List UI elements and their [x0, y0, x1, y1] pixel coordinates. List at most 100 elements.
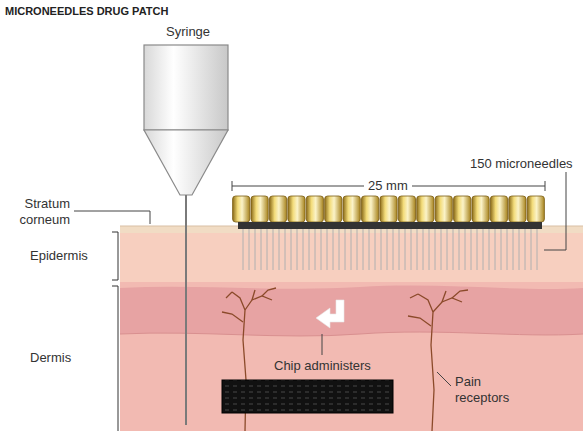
- nerve-branch: [245, 296, 272, 310]
- microneedle: [333, 229, 334, 270]
- microneedle: [399, 229, 400, 270]
- microneedle: [525, 229, 526, 270]
- microneedle: [423, 229, 424, 270]
- microneedle: [387, 229, 388, 270]
- microneedle: [267, 229, 268, 270]
- microneedle: [477, 229, 478, 270]
- microneedle: [249, 229, 250, 270]
- microneedle: [495, 229, 496, 270]
- microneedle: [489, 229, 490, 270]
- microneedle: [309, 229, 310, 270]
- microneedle: [471, 229, 472, 270]
- microneedle: [261, 229, 262, 270]
- nerve-branch: [226, 292, 232, 298]
- patch-cylinder: [306, 196, 323, 222]
- dermis-band: [120, 286, 583, 336]
- microneedle: [501, 229, 502, 270]
- microneedle: [255, 229, 256, 270]
- nerve-branch: [452, 290, 468, 298]
- patch-cylinder: [343, 196, 360, 222]
- part-label: 150 microneedles: [470, 156, 573, 172]
- patch-cylinders: [233, 196, 545, 222]
- leader-line: [322, 334, 323, 355]
- microneedle: [435, 229, 436, 270]
- patch-cylinder: [380, 196, 397, 222]
- syringe-cone: [144, 130, 228, 195]
- dermis-layer: [120, 282, 583, 431]
- patch-cylinder: [269, 196, 286, 222]
- microneedle: [429, 229, 430, 270]
- microneedle: [345, 229, 346, 270]
- patch-cylinder: [251, 196, 268, 222]
- microneedle: [273, 229, 274, 270]
- microneedle: [297, 229, 298, 270]
- microneedle: [369, 229, 370, 270]
- nerve-branch: [222, 312, 243, 322]
- leader-line: [544, 172, 566, 250]
- leader-lines: [74, 172, 566, 386]
- microneedle: [375, 229, 376, 270]
- part-label: Pain receptors: [455, 374, 525, 406]
- microneedle: [303, 229, 304, 270]
- dermis-bracket: [112, 286, 118, 431]
- microneedle: [411, 229, 412, 270]
- patch-cylinder: [509, 196, 526, 222]
- microneedle: [393, 229, 394, 270]
- release-arrow: [316, 300, 344, 328]
- microneedle: [351, 229, 352, 270]
- microneedle: [417, 229, 418, 270]
- nerve: [418, 294, 434, 431]
- microneedle: [327, 229, 328, 270]
- dimension-label: 25 mm: [364, 178, 412, 194]
- patch-cylinder: [435, 196, 452, 222]
- microneedle: [465, 229, 466, 270]
- microneedle: [243, 229, 244, 270]
- microneedle: [315, 229, 316, 270]
- patch-cylinder: [288, 196, 305, 222]
- nerve-branch: [408, 316, 431, 326]
- microneedle: [513, 229, 514, 270]
- microneedle: [285, 229, 286, 270]
- microneedle: [531, 229, 532, 270]
- layer-label: Dermis: [30, 350, 71, 366]
- patch-cylinder: [398, 196, 415, 222]
- microneedle: [363, 229, 364, 270]
- microneedle: [537, 229, 538, 270]
- chip: [222, 380, 393, 413]
- microneedles: [243, 229, 537, 270]
- microneedle: [321, 229, 322, 270]
- dermis-band-edge: [120, 332, 583, 336]
- syringe-barrel: [144, 45, 228, 130]
- microneedle: [519, 229, 520, 270]
- nerve-branch: [262, 288, 276, 296]
- microneedle: [453, 229, 454, 270]
- patch-cylinder: [472, 196, 489, 222]
- microneedle: [357, 229, 358, 270]
- epidermis-bracket: [112, 232, 118, 280]
- nerve-branch: [433, 298, 462, 312]
- microneedle: [339, 229, 340, 270]
- nerve-branch: [442, 291, 446, 302]
- nerve-branch: [252, 290, 255, 300]
- leader-line: [437, 372, 451, 386]
- layer-label: Stratum corneum: [2, 196, 70, 228]
- patch-cylinder: [361, 196, 378, 222]
- patch-cylinder: [527, 196, 544, 222]
- syringe-label: Syringe: [166, 24, 210, 40]
- patch-cylinder: [417, 196, 434, 222]
- part-label: Chip administers: [274, 358, 371, 374]
- microneedle: [381, 229, 382, 270]
- microneedle: [405, 229, 406, 270]
- microneedle: [441, 229, 442, 270]
- patch-base: [238, 222, 542, 229]
- leader-line: [74, 211, 150, 224]
- patch-cylinder: [454, 196, 471, 222]
- microneedle: [279, 229, 280, 270]
- nerve-branch: [410, 294, 418, 298]
- pain-receptor-nerves: [222, 288, 468, 431]
- microneedle: [291, 229, 292, 270]
- microneedle: [447, 229, 448, 270]
- microneedle: [459, 229, 460, 270]
- layer-label: Epidermis: [30, 248, 88, 264]
- patch-cylinder: [233, 196, 250, 222]
